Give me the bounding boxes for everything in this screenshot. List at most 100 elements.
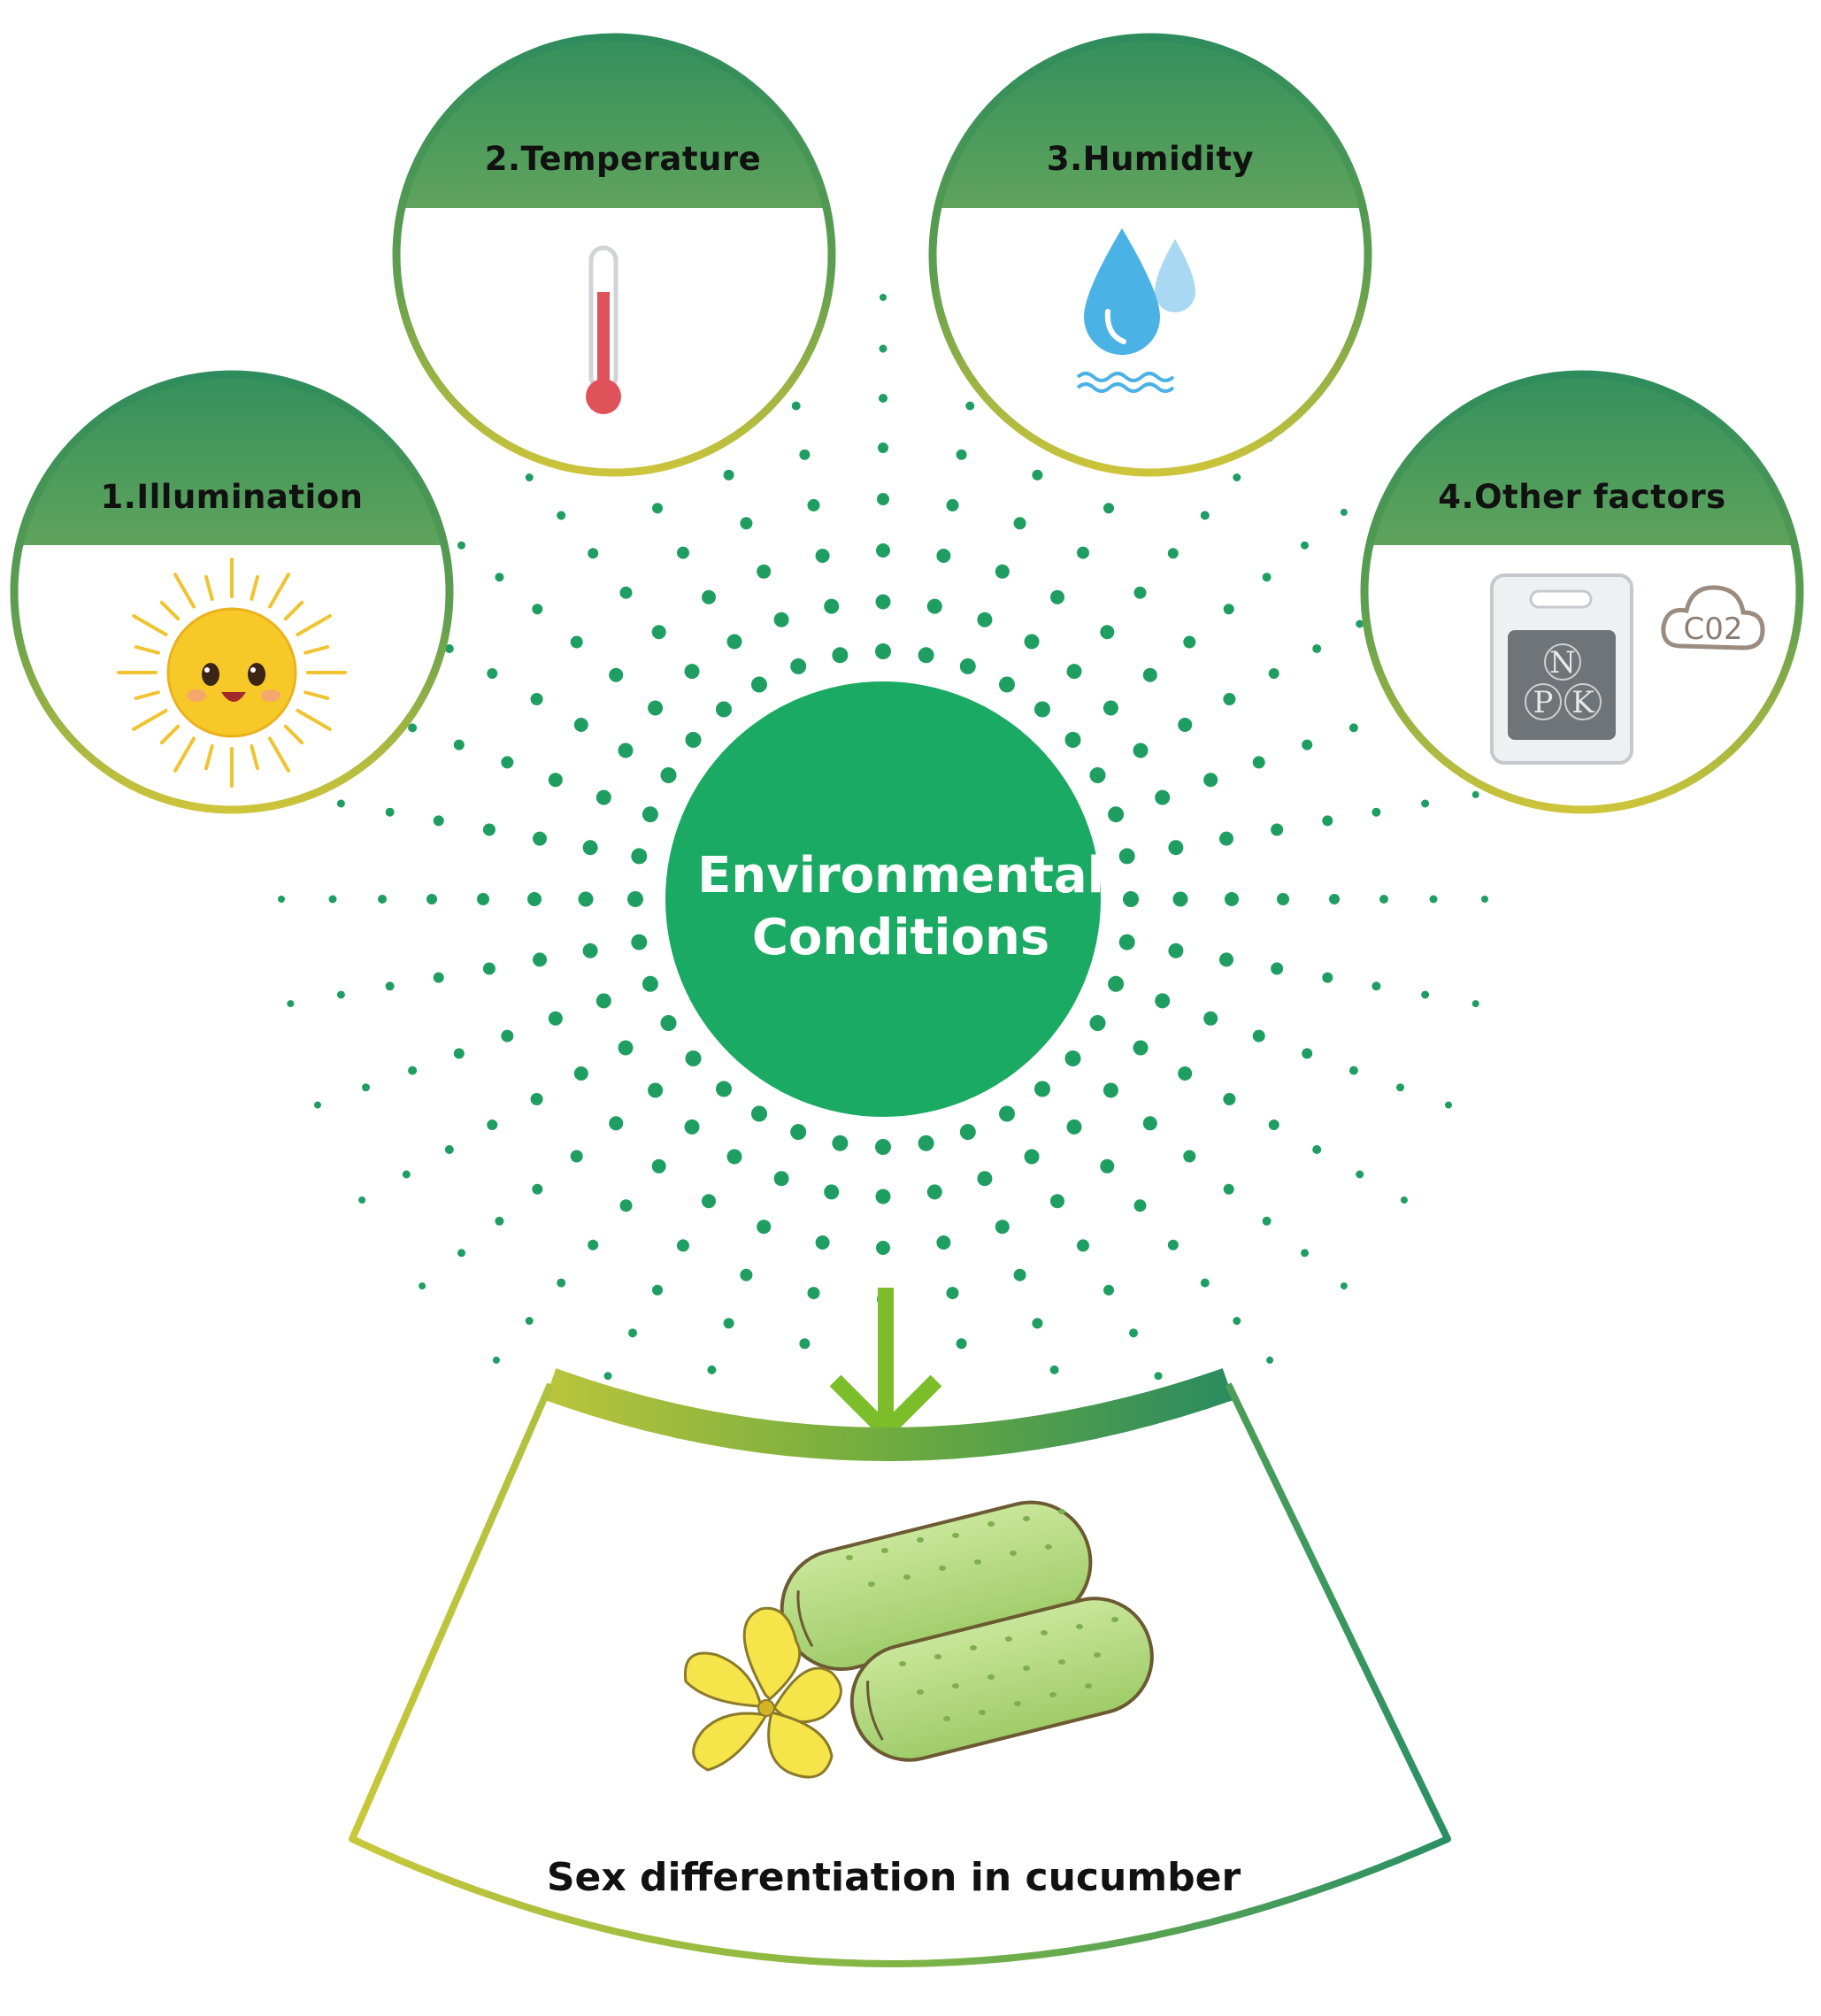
decor-dot [876,543,890,558]
decor-dot [487,1120,498,1130]
decor-dot [631,934,648,950]
npk-fertilizer-icon: N P K [1490,573,1633,765]
decor-dot [1471,790,1479,798]
decor-dot [525,473,534,481]
decor-dot [824,598,840,614]
decor-dot [773,612,789,627]
decor-dot [408,1066,418,1075]
decor-dot [1329,894,1340,904]
decor-dot [1034,1081,1050,1097]
decor-dot [1167,1239,1179,1250]
decor-dot [1103,1082,1118,1098]
decor-dot [677,546,689,559]
decor-dot [1155,993,1171,1009]
npk-n-label: N [1549,645,1576,681]
decor-dot [1203,1011,1218,1026]
thermometer-icon [586,245,621,414]
decor-dot [532,604,543,615]
decor-dot [1340,508,1348,516]
decor-dot [1064,1050,1081,1066]
factor-temperature: 2.Temperature [392,33,836,477]
decor-dot [1142,667,1157,682]
decor-dot [878,442,888,453]
decor-dot [530,693,543,705]
decor-dot [1219,831,1233,846]
decor-dot [757,1220,772,1235]
decor-dot [1100,1158,1115,1173]
decor-dot [570,635,583,649]
decor-dot [684,1119,700,1135]
decor-dot [936,549,951,563]
decor-dot [807,1287,820,1300]
center-node: Environmental Conditions [665,681,1104,1117]
decor-dot [875,1139,891,1155]
decor-dot [685,1050,702,1066]
decor-dot [995,1220,1010,1235]
cucumber-flower-icon [683,1500,1154,1779]
decor-dot [1155,789,1171,805]
decor-dot [1268,1120,1279,1130]
decor-dot [1348,1066,1358,1075]
decor-dot [1445,1101,1452,1109]
decor-dot [1133,1040,1149,1056]
decor-dot [419,1282,426,1290]
co2-label: C02 [1683,612,1742,647]
co2-cloud-icon: C02 [1661,585,1765,650]
decor-dot [726,634,742,650]
decor-dot [1034,701,1050,718]
decor-dot [946,1287,959,1300]
decor-dot [1077,546,1089,559]
decor-dot [336,799,345,808]
decor-dot [1203,773,1218,788]
decor-dot [527,892,542,906]
decor-dot [573,718,588,732]
decor-dot [716,1081,732,1097]
decor-dot [1225,892,1239,906]
decor-dot [1172,891,1188,907]
decor-dot [457,541,465,550]
decor-dot [603,1372,612,1381]
decor-dot [457,1249,465,1258]
decor-dot [1322,972,1333,983]
decor-dot [578,891,594,907]
decor-dot [1108,975,1125,992]
factor-illumination: 1.Illumination [10,370,454,814]
decor-dot [877,493,889,505]
decor-dot [1103,700,1118,716]
decor-dot [385,807,395,817]
decor-dot [918,1135,934,1151]
center-title-line1: Environmental [697,847,1104,904]
decor-dot [287,1000,295,1008]
decor-dot [1271,962,1284,975]
decor-dot [1103,503,1114,514]
decor-dot [495,1216,504,1226]
decor-dot [1013,1268,1026,1281]
outcome-label: Sex differentiation in cucumber [547,1855,1241,1900]
decor-dot [660,767,677,783]
decor-dot [1421,799,1430,808]
decor-dot [959,1124,976,1141]
decor-dot [1118,934,1135,950]
decor-dot [1129,1328,1138,1338]
decor-dot [716,701,732,718]
outcome-panel: Sex differentiation in cucumber [349,1368,1451,1967]
decor-dot [879,394,887,403]
decor-dot [619,1199,633,1212]
decor-dot [651,625,666,640]
decor-dot [1077,1239,1089,1252]
decor-dot [1266,1356,1274,1364]
decor-dot [1200,511,1210,520]
decor-dot [1372,807,1381,817]
decor-dot [358,1197,366,1204]
decor-dot [1066,1119,1082,1135]
decor-dot [1301,1249,1309,1258]
decor-dot [631,848,648,865]
decor-dot [1429,895,1438,904]
decor-dot [1277,893,1289,905]
decor-dot [1066,664,1082,680]
decor-dot [588,548,599,559]
decor-dot [1348,723,1358,733]
decor-dot [548,773,563,788]
decor-dot [314,1101,321,1109]
decor-dot [1356,1170,1364,1179]
